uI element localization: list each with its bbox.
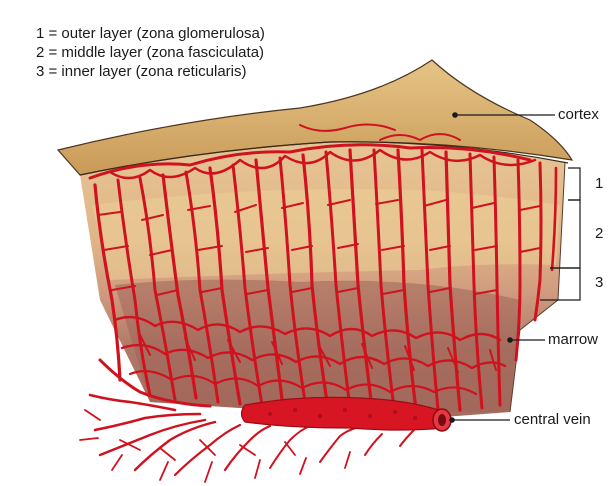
cortex-label: cortex <box>558 106 599 123</box>
central-vein-label: central vein <box>514 411 591 428</box>
layer-number-3: 3 <box>595 274 603 291</box>
layer-number-2: 2 <box>595 225 603 242</box>
layer-number-1: 1 <box>595 175 603 192</box>
marrow-label: marrow <box>548 331 598 348</box>
bracket-layer-1 <box>568 168 580 200</box>
